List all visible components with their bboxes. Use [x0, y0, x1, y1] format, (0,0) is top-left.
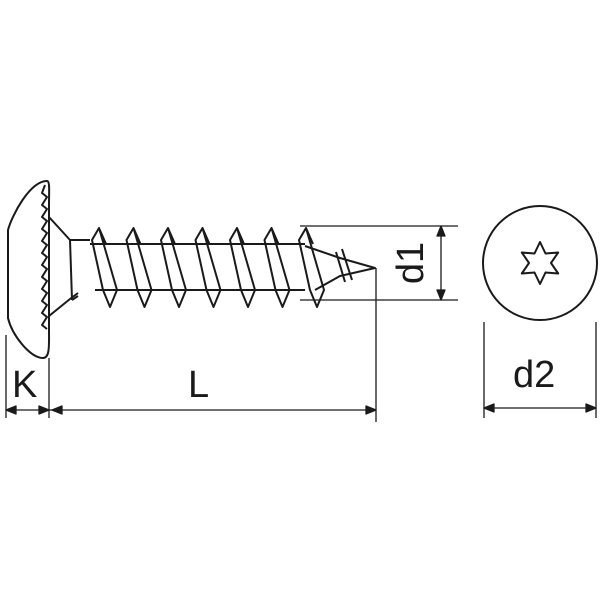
screw-shaft	[90, 243, 305, 291]
screw-head	[7, 180, 51, 359]
screw-top-view	[482, 205, 598, 321]
thread-crest	[125, 227, 153, 308]
screw-side-view	[7, 180, 376, 359]
thread-crest	[298, 227, 325, 308]
thread-crest	[91, 227, 118, 308]
label-k: K	[12, 364, 38, 406]
label-d2: d2	[513, 354, 556, 396]
dimension-lines	[5, 225, 597, 422]
torx-drive-icon	[520, 241, 560, 285]
screw-neck	[48, 216, 90, 317]
thread-crest	[263, 227, 291, 308]
thread-crest	[229, 227, 256, 308]
label-d1: d1	[390, 241, 433, 285]
head-serrations	[41, 184, 48, 330]
screw-threads	[91, 227, 325, 308]
thread-crest	[194, 227, 222, 308]
screw-tip	[304, 245, 376, 291]
thread-crest	[160, 227, 187, 308]
label-l: L	[188, 364, 210, 406]
